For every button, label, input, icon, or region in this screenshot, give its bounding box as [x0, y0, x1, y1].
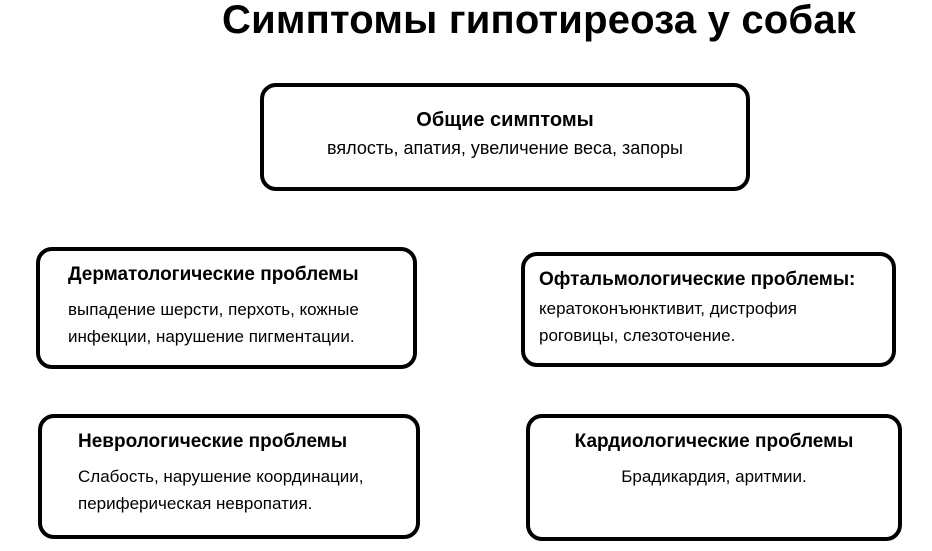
dermatological-problems-text: выпадение шерсти, перхоть, кожные инфекц…: [68, 300, 359, 346]
cardiological-problems-heading: Кардиологические проблемы: [574, 431, 854, 452]
general-symptoms-box: Общие симптомы вялость, апатия, увеличен…: [260, 83, 750, 191]
general-symptoms-text: вялость, апатия, увеличение веса, запоры: [327, 138, 683, 158]
neurological-problems-box: Неврологические проблемы Слабость, наруш…: [38, 414, 420, 539]
dermatological-problems-box: Дерматологические проблемы выпадение шер…: [36, 247, 417, 369]
cardiological-problems-text: Брадикардия, аритмии.: [621, 467, 807, 486]
general-symptoms-heading: Общие симптомы: [416, 109, 594, 131]
ophthalmological-problems-box: Офтальмологические проблемы: кератоконъю…: [521, 252, 896, 367]
ophthalmological-problems-text: кератоконъюнктивит, дистрофия роговицы, …: [539, 299, 797, 345]
neurological-problems-text: Слабость, нарушение координации, перифер…: [78, 467, 364, 513]
dermatological-problems-heading: Дерматологические проблемы: [68, 264, 359, 285]
cardiological-problems-box: Кардиологические проблемы Брадикардия, а…: [526, 414, 902, 541]
ophthalmological-problems-heading: Офтальмологические проблемы:: [539, 269, 856, 290]
neurological-problems-heading: Неврологические проблемы: [78, 431, 348, 452]
diagram-title: Симптомы гипотиреоза у собак: [222, 0, 856, 42]
